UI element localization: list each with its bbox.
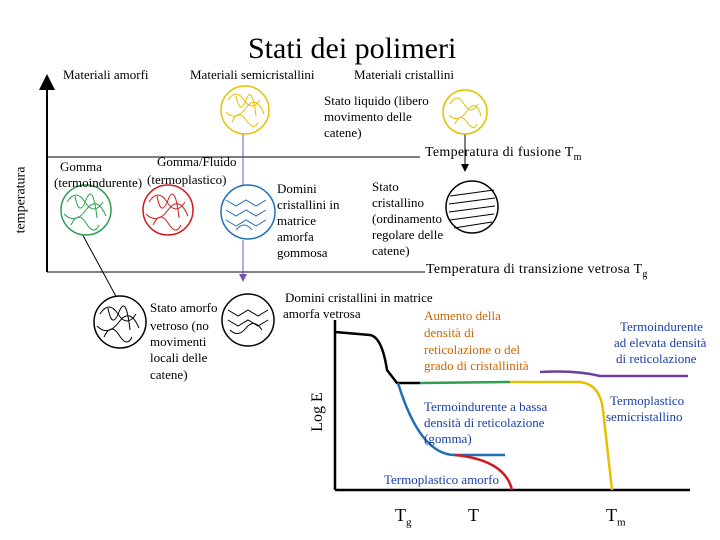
curve-termoplastico-amorfo	[454, 453, 514, 491]
column-cristallini: Materiali cristallini	[354, 67, 454, 82]
x-tick-tg: Tg	[395, 505, 412, 533]
gomma-line-2: (termoindurente)	[54, 175, 143, 190]
stato-cristallino-line-2: cristallino	[372, 195, 424, 210]
termoindurente-bassa-line-1: Termoindurente a bassa	[424, 399, 548, 414]
x-tick-tm-text: T	[606, 505, 617, 525]
tm-label-text: Temperatura di fusione T	[425, 145, 574, 160]
crystalline-state-icon	[445, 180, 499, 234]
termoplastico-semi-line-2: semicristallino	[606, 409, 683, 424]
gomma-coil-icon	[60, 184, 112, 236]
aumento-line-3: reticolazione o del	[424, 342, 521, 357]
aumento-line-1: Aumento della	[424, 308, 501, 323]
curve-common-black	[334, 330, 420, 385]
tg-label: Temperatura di transizione vetrosa Tg	[426, 262, 648, 283]
stato-amorfo-line-5: catene)	[150, 367, 188, 382]
termoindurente-alta-line-2: ad elevata densità	[614, 335, 707, 350]
domini-gommosa-coil-icon	[220, 184, 276, 240]
termoindurente-bassa-line-3: (gomma)	[424, 431, 472, 446]
termoindurente-alta-line-3: di reticolazione	[616, 351, 697, 366]
curve-termoplastico-semi	[510, 380, 614, 491]
aumento-line-4: grado di cristallinità	[424, 358, 529, 373]
termoindurente-alta-line-1: Termoindurente	[620, 319, 703, 334]
domini-gommosa-line-5: gommosa	[277, 245, 328, 260]
column-amorfi: Materiali amorfi	[63, 67, 149, 82]
stato-cristallino-line-5: catene)	[372, 243, 410, 258]
stato-amorfo-line-4: locali delle	[150, 350, 208, 365]
curve-green	[419, 380, 511, 385]
gomma-fluido-coil-icon	[142, 184, 194, 236]
tg-label-sub: g	[642, 268, 648, 280]
column-semicristallini: Materiali semicristallini	[190, 67, 315, 82]
aumento-line-2: densità di	[424, 325, 475, 340]
termoplastico-amorfo-label: Termoplastico amorfo	[384, 472, 499, 487]
domini-gommosa-line-4: amorfa	[277, 229, 314, 244]
x-tick-t: T	[468, 505, 479, 525]
x-tick-tm-sub: m	[617, 516, 626, 529]
glassy-coil-icon	[93, 295, 147, 349]
curve-termoindurente-bassa	[396, 382, 505, 457]
x-tick-tg-text: T	[395, 505, 406, 525]
tm-label: Temperatura di fusione Tm	[425, 145, 582, 166]
domini-vetrosa-coil-icon	[221, 293, 275, 347]
termoindurente-bassa-line-2: densità di reticolazione	[424, 415, 545, 430]
page-title: Stati dei polimeri	[248, 32, 457, 65]
tm-label-sub: m	[573, 151, 582, 163]
stato-cristallino-line-4: regolare delle	[372, 227, 444, 242]
semicrystalline-melt-coil-icon	[220, 85, 270, 135]
temperature-axis-label: temperatura	[13, 166, 29, 234]
stato-amorfo-line-2: vetroso (no	[150, 318, 209, 333]
stato-amorfo-line-3: movimenti	[150, 334, 207, 349]
tg-label-text: Temperatura di transizione vetrosa T	[426, 262, 643, 277]
gomma-fluido-line-1: Gomma/Fluido	[157, 154, 237, 169]
stato-amorfo-line-1: Stato amorfo	[150, 300, 218, 315]
termoplastico-semi-line-1: Termoplastico	[610, 393, 685, 408]
gomma-line-1: Gomma	[60, 159, 102, 174]
domini-gommosa-line-3: matrice	[277, 213, 316, 228]
curve-termoindurente-alta	[539, 370, 688, 378]
domini-vetrosa-line-2: amorfa vetrosa	[283, 306, 361, 321]
crystalline-melt-coil-icon	[442, 89, 488, 135]
x-tick-tg-sub: g	[406, 516, 412, 529]
stato-cristallino-line-1: Stato	[372, 179, 399, 194]
domini-gommosa-line-2: cristallini in	[277, 197, 340, 212]
loge-axis-label: Log E	[308, 392, 326, 432]
liquid-state-line-1: Stato liquido (libero	[324, 93, 429, 108]
x-tick-tm: Tm	[606, 505, 626, 533]
domini-gommosa-line-1: Domini	[277, 181, 317, 196]
domini-vetrosa-line-1: Domini cristallini in matrice	[285, 290, 433, 305]
arrow-rubber-to-glass	[79, 229, 119, 301]
gomma-fluido-line-2: (termoplastico)	[147, 172, 227, 187]
stato-cristallino-line-3: (ordinamento	[372, 211, 443, 226]
liquid-state-line-2: movimento delle	[324, 109, 412, 124]
liquid-state-line-3: catene)	[324, 125, 362, 140]
